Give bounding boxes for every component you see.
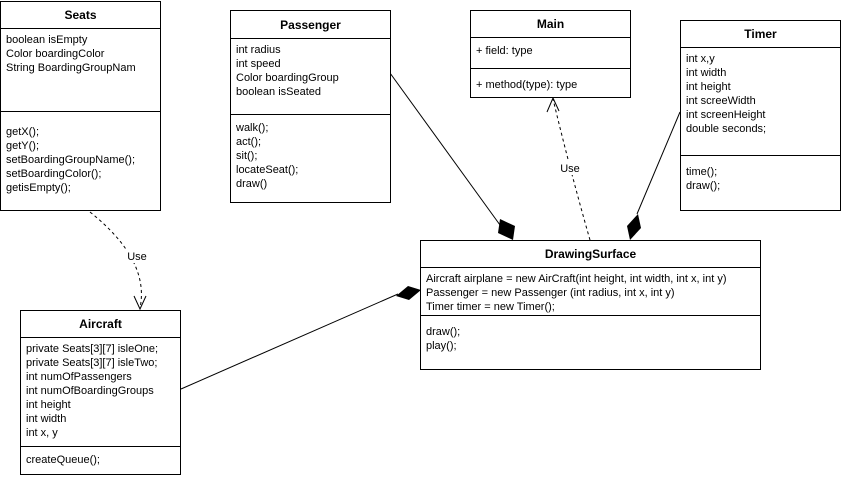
class-field: double seconds; [686,123,767,135]
class-method: sit(); [236,150,258,162]
use-label-aircraft: Use [127,251,147,263]
composition-diamond-passenger [498,219,515,240]
class-passenger-methods: walk(); act(); sit(); locateSeat(); draw() [231,115,390,191]
timer-drawing-surface-link [636,111,681,215]
class-field: int screenHeight [686,109,766,121]
class-aircraft-methods: createQueue(); [21,447,180,467]
class-field: int numOfBoardingGroups [26,385,154,397]
class-field: int x, y [26,427,58,439]
seats-aircraft-dependency [89,211,142,309]
class-method: draw(); [426,326,461,338]
class-field: int x,y [686,53,715,65]
class-drawing-surface-title: DrawingSurface [421,241,760,268]
class-field: Aircraft airplane = new AirCraft(int hei… [426,273,727,285]
class-field: int screeWidth [686,95,756,107]
class-drawing-surface[interactable]: DrawingSurface Aircraft airplane = new A… [420,240,761,370]
class-aircraft-fields: private Seats[3][7] isleOne; private Seat… [21,338,180,447]
class-method: getY(); [6,140,40,152]
class-timer[interactable]: Timer int x,y int width int height int scre… [680,20,841,211]
composition-diamond-timer [627,214,641,240]
class-method: draw() [236,178,268,190]
class-method: time(); [686,166,718,178]
class-method: play(); [426,340,457,352]
use-label-bg-aircraft [123,249,151,263]
class-field: int width [686,67,727,79]
class-method: getX(); [6,126,40,138]
class-aircraft[interactable]: Aircraft private Seats[3][7] isleOne;pri… [20,310,181,475]
class-timer-methods: time(); draw(); [681,156,840,193]
class-field: boolean isSeated [236,86,322,98]
class-method: + method(type): type [476,79,578,91]
class-method: setBoardingColor(); [6,168,102,180]
class-field: boolean isEmpty [6,34,88,46]
class-method: setBoardingGroupName(); [6,154,136,166]
class-method: getisEmpty(); [6,182,71,194]
class-aircraft-title: Aircraft [21,311,180,338]
class-main[interactable]: Main + field: type + method(type): type [470,10,631,98]
class-main-methods: + method(type): type [471,69,630,92]
dependency-arrowhead-aircraft [133,295,147,311]
class-main-fields: + field: type [471,38,630,69]
class-passenger-title: Passenger [231,11,390,39]
class-field: Color boardingColor [6,48,105,60]
use-label-main: Use [560,163,580,175]
class-drawing-surface-methods: draw(); play(); [421,316,760,353]
class-field: int numOfPassengers [26,371,132,383]
class-method: walk(); [236,122,269,134]
class-field: String BoardingGroupNam [6,62,136,74]
class-drawing-surface-fields: Aircraft airplane = new AirCraft(int hei… [421,268,760,316]
class-field: private Seats[3][7] isleTwo; [26,357,158,369]
class-field: Color boardingGroup [236,72,339,84]
dependency-arrowhead-main [546,96,560,113]
class-field: int height [26,399,71,411]
class-seats-methods: getX(); getY(); setBoardingGroupName(); set… [1,112,160,195]
class-field: Passenger = new Passenger (int radius, i… [426,287,675,299]
class-seats-title: Seats [1,2,160,29]
class-timer-title: Timer [681,21,840,48]
class-field: int radius [236,44,281,56]
aircraft-drawing-surface-link [180,293,399,390]
use-label-bg-main [556,161,584,175]
composition-diamond-aircraft [396,286,421,300]
class-field: int width [26,413,67,425]
class-timer-fields: int x,y int width int height int screeWidth… [681,48,840,156]
class-field: int height [686,81,731,93]
passenger-drawing-surface-link [389,72,501,226]
class-main-title: Main [471,11,630,38]
class-field: + field: type [476,45,533,57]
class-field: int speed [236,58,281,70]
class-field: private Seats[3][7] isleOne; [26,343,159,355]
class-method: createQueue(); [26,454,100,466]
class-method: draw(); [686,180,721,192]
class-field: Timer timer = new Timer(); [426,301,555,313]
class-method: act(); [236,136,262,148]
class-method: locateSeat(); [236,164,299,176]
